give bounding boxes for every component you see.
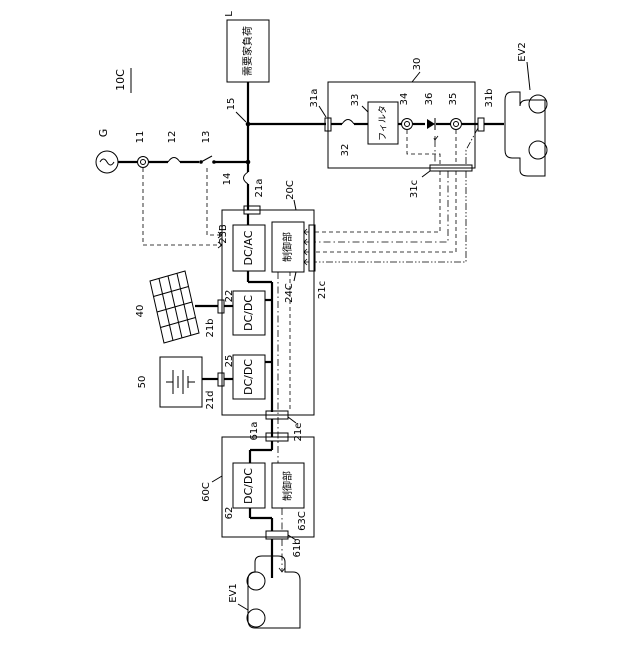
bus-15-label: 15 (226, 98, 237, 111)
pcs-20c (222, 210, 314, 415)
switch-13 (199, 156, 216, 164)
port-61a-label: 61a (249, 422, 260, 441)
port-31b (478, 118, 484, 131)
battery-dcdc-ref-label: 25 (224, 355, 235, 368)
solar-panel-40 (150, 271, 199, 343)
v2h-dcdc-ref-label: 62 (224, 507, 235, 520)
switch-13-label: 13 (201, 131, 212, 144)
filter-ref-label: 33 (350, 94, 361, 107)
v2h-unit-leader (212, 476, 222, 482)
sig-bundle-1 (315, 171, 440, 232)
port-21a-label: 21a (254, 179, 265, 198)
inverter-ref-label: 23B (218, 224, 229, 244)
ev1-leader (238, 604, 248, 610)
port-61b (266, 531, 288, 539)
port-31a-label: 31a (309, 89, 320, 108)
pv-ref-label: 22 (224, 290, 235, 303)
load-name: 需要家負荷 (241, 26, 254, 76)
controller-ref-label: 24C (284, 283, 295, 303)
controller-leader (294, 272, 296, 281)
port-21b-label: 21b (205, 318, 216, 337)
breaker-35 (451, 119, 462, 130)
pv-dcdc-name: DC/DC (242, 295, 255, 331)
port-21e-leader (288, 417, 296, 423)
bus-15-leader (236, 112, 246, 122)
diode-36-label: 36 (424, 93, 435, 106)
sig-bundle-2 (315, 171, 448, 242)
fuse-14-label: 14 (222, 173, 233, 186)
port-21e-label: 21e (293, 423, 304, 442)
fuse-12-label: 12 (167, 131, 178, 144)
figure-label: 10C (114, 69, 127, 91)
ev1-car (247, 556, 300, 628)
customer-load: 需要家負荷 (227, 20, 269, 82)
port-21d-label: 21d (205, 390, 216, 409)
port-21d (218, 373, 224, 386)
fuse-32 (342, 120, 354, 125)
battery-dcdc-name: DC/DC (242, 359, 255, 395)
v2h-dcdc-name: DC/DC (242, 468, 255, 504)
breaker-35-label: 35 (448, 93, 459, 106)
sig-bundle-3 (315, 171, 456, 252)
controller-name: 制御部 (281, 232, 294, 262)
port-61b-label: 61b (292, 538, 303, 557)
breaker-34 (402, 119, 413, 130)
port-21c-label: 21c (317, 281, 328, 299)
port-31c-label: 31c (409, 180, 420, 198)
fuse-32-label: 32 (340, 144, 351, 157)
breaker-11 (138, 157, 149, 168)
ev-charger-label: 30 (412, 58, 423, 71)
grid-source: G (96, 129, 118, 173)
grid-label: G (97, 129, 110, 138)
solar-panel-label: 40 (135, 305, 146, 318)
pcs-leader (294, 200, 296, 210)
ev2-leader (527, 62, 530, 90)
controller-arrows (304, 229, 309, 265)
port-31a-leader (319, 106, 326, 117)
ev2-label: EV2 (517, 42, 528, 62)
battery-50 (160, 357, 202, 407)
diode-36 (427, 118, 435, 130)
sig-port31b (466, 128, 478, 165)
ev-charger-leader (412, 72, 420, 82)
ev2-car (505, 92, 547, 176)
fuse-14 (244, 172, 249, 184)
filter-leader (362, 106, 368, 112)
port-31b-label: 31b (484, 88, 495, 107)
sig-bundle-4 (315, 171, 466, 262)
load-ref-label: L (224, 11, 235, 17)
battery-label: 50 (137, 376, 148, 389)
sig-diode-arrow (432, 136, 438, 140)
breaker-34-label: 34 (399, 93, 410, 106)
v2h-unit-label: 60C (201, 482, 212, 502)
filter-name: フィルタ (378, 105, 389, 141)
ev1-label: EV1 (228, 583, 239, 603)
inverter-name: DC/AC (242, 230, 255, 265)
sig-grid-breaker (143, 168, 222, 245)
port-31c-leader (422, 171, 430, 177)
v2h-controller-name: 制御部 (281, 471, 294, 501)
v2h-controller-ref-label: 63C (297, 511, 308, 531)
pcs-label: 20C (285, 180, 296, 200)
breaker-11-label: 11 (135, 131, 146, 144)
fuse-12 (168, 158, 180, 163)
